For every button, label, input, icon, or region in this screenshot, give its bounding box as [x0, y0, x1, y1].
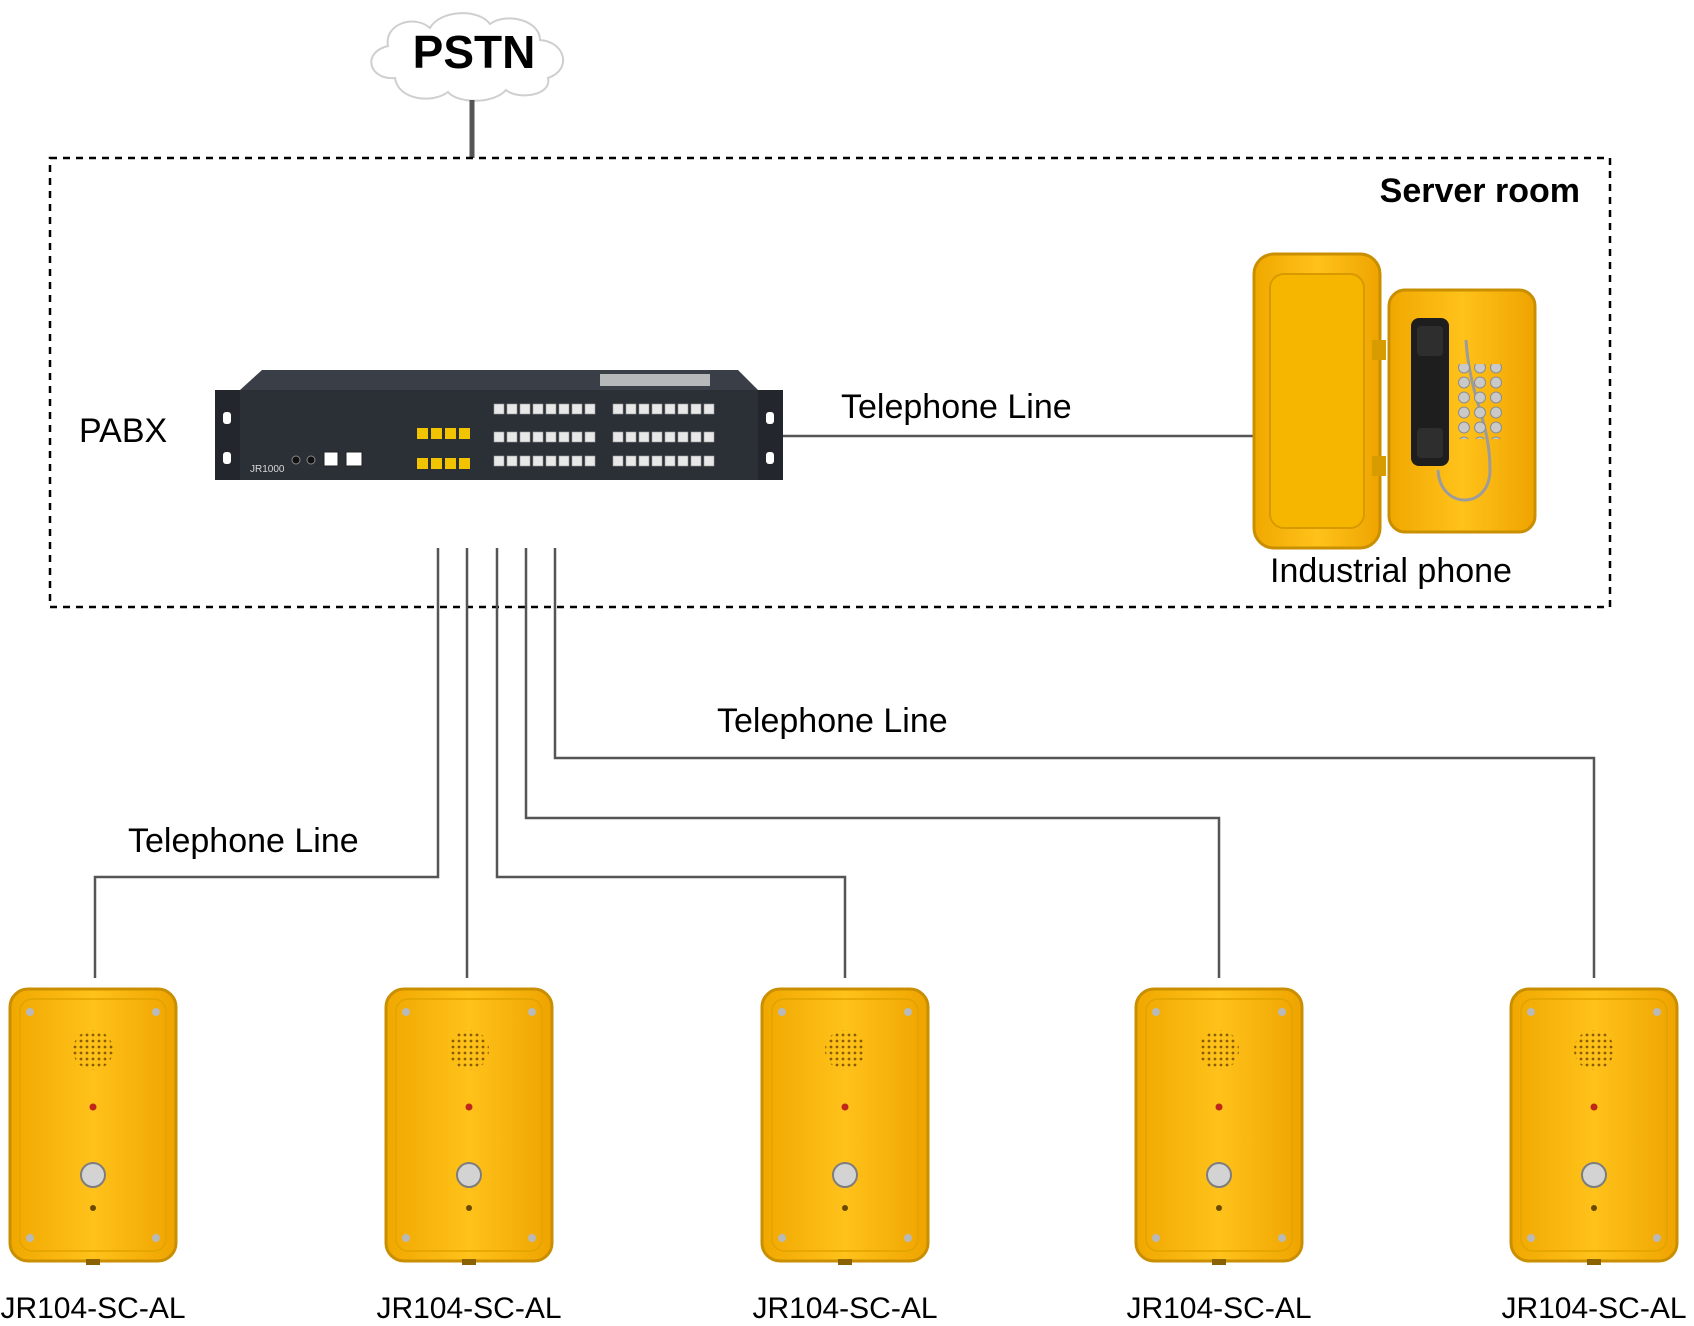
server-room-boundary — [48, 156, 1612, 609]
microphone-icon — [466, 1205, 472, 1211]
device-3-housing — [760, 987, 930, 1263]
line-label-right-devices: Telephone Line — [717, 702, 948, 740]
device-2 — [384, 987, 554, 1265]
device-4-housing — [1134, 987, 1304, 1263]
industrial-phone — [1252, 252, 1537, 550]
device-1-housing — [8, 987, 178, 1263]
speaker-icon — [1574, 1030, 1614, 1070]
microphone-icon — [1216, 1205, 1222, 1211]
line-label-industrial-phone: Telephone Line — [841, 388, 1072, 426]
device-2-label: JR104-SC-AL — [376, 1292, 561, 1325]
call-button-icon — [1581, 1162, 1607, 1188]
pabx-lan-port — [345, 451, 363, 467]
line-to-device-4 — [524, 548, 1221, 978]
microphone-icon — [1591, 1205, 1597, 1211]
pabx-model-print: JR1000 — [250, 464, 285, 475]
device-5 — [1509, 987, 1679, 1265]
device-4-label: JR104-SC-AL — [1126, 1292, 1311, 1325]
device-2-housing — [384, 987, 554, 1263]
industrial-phone-label: Industrial phone — [1270, 552, 1512, 590]
led-indicator — [1590, 1103, 1598, 1111]
pabx-sticker — [600, 374, 710, 386]
pabx-rack-ear-right — [757, 390, 783, 480]
device-5-housing — [1509, 987, 1679, 1263]
device-5-label: JR104-SC-AL — [1501, 1292, 1686, 1325]
pabx-label: PABX — [79, 412, 167, 450]
line-to-device-1 — [93, 548, 440, 978]
server-room-title: Server room — [1380, 172, 1580, 210]
call-button-icon — [80, 1162, 106, 1188]
call-button-icon — [456, 1162, 482, 1188]
pabx-rs232-port — [323, 451, 339, 467]
pabx-rack-ear-left — [215, 390, 241, 480]
call-button-icon — [1206, 1162, 1232, 1188]
speaker-icon — [825, 1030, 865, 1070]
device-1 — [8, 987, 178, 1265]
call-button-icon — [832, 1162, 858, 1188]
speaker-icon — [73, 1030, 113, 1070]
pabx-trunk-ports — [417, 428, 470, 469]
microphone-icon — [90, 1205, 96, 1211]
line-label-left-device: Telephone Line — [128, 822, 359, 860]
led-indicator — [465, 1103, 473, 1111]
led-indicator — [89, 1103, 97, 1111]
line-to-device-3 — [495, 548, 847, 978]
device-3 — [760, 987, 930, 1265]
keypad-icon — [1458, 364, 1506, 439]
device-4 — [1134, 987, 1304, 1265]
pabx-unit: JR1000 — [215, 370, 783, 480]
led-indicator — [1215, 1103, 1223, 1111]
microphone-icon — [842, 1205, 848, 1211]
device-1-label: JR104-SC-AL — [0, 1292, 185, 1325]
pstn-label: PSTN — [413, 26, 536, 78]
speaker-icon — [449, 1030, 489, 1070]
led-indicator — [841, 1103, 849, 1111]
line-to-device-5 — [553, 548, 1596, 978]
speaker-icon — [1199, 1030, 1239, 1070]
pstn-cloud: PSTN — [370, 12, 565, 102]
device-3-label: JR104-SC-AL — [752, 1292, 937, 1325]
